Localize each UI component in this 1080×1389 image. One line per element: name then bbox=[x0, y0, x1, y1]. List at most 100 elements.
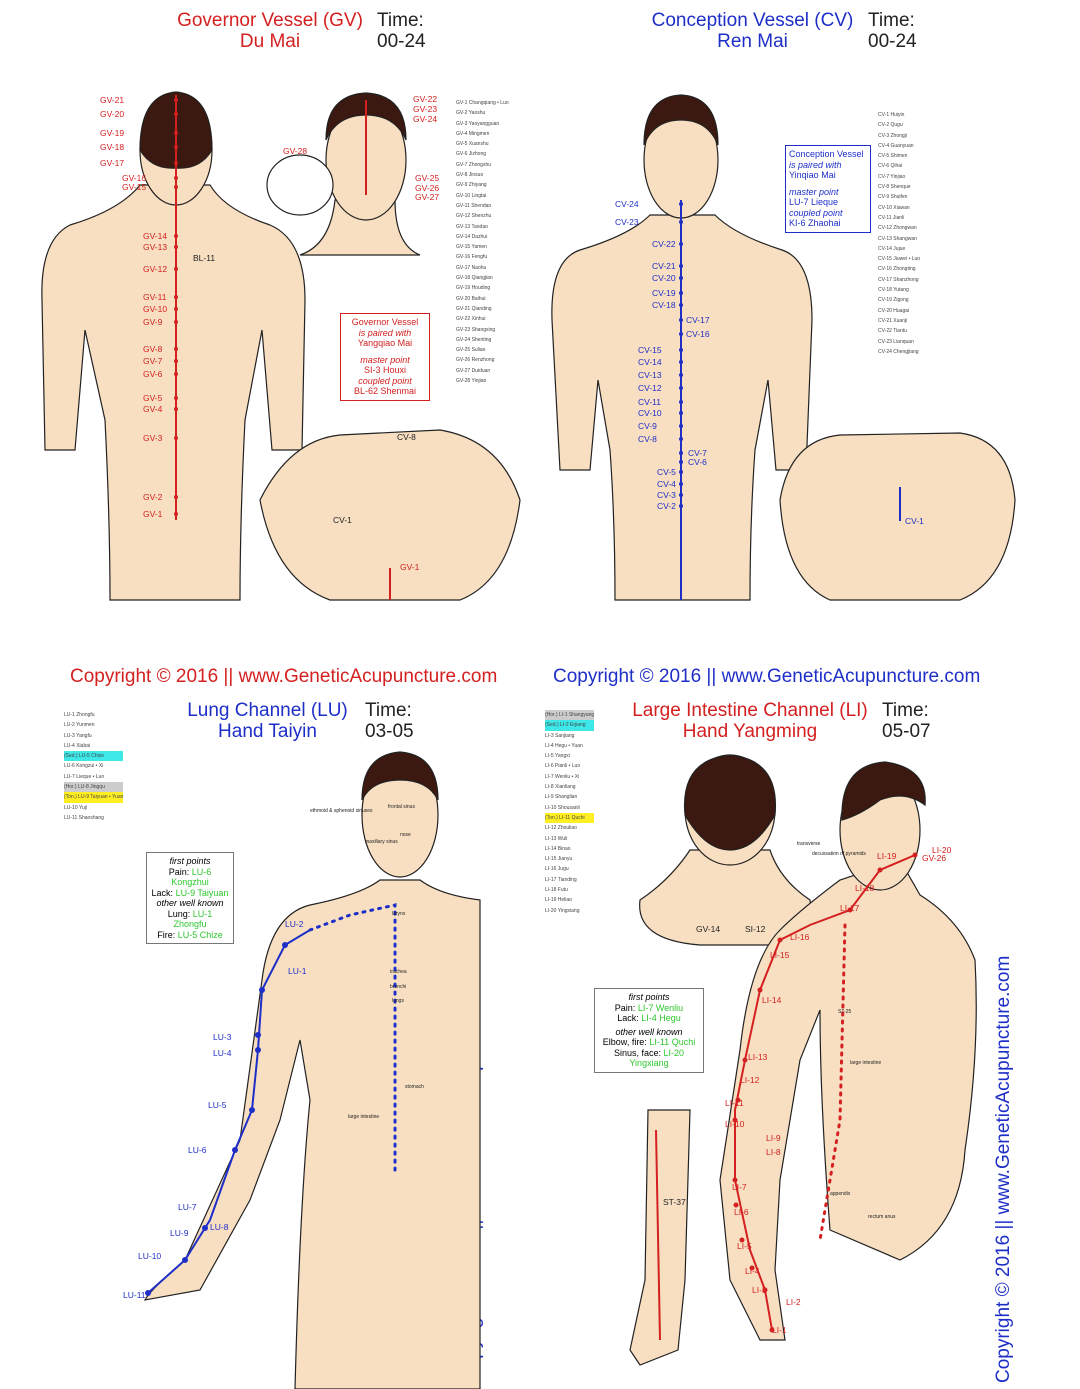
acupoint-dot bbox=[679, 470, 683, 474]
acupoint-dot bbox=[174, 161, 178, 165]
cv-list-item: CV-24 Chengjiang bbox=[878, 348, 919, 355]
lu-acupoint-dot bbox=[145, 1290, 151, 1296]
lu-list-item: LU-2 Yunmen bbox=[64, 722, 95, 729]
cv-list-item: CV-5 Shimen bbox=[878, 153, 908, 160]
acupoint-dot bbox=[679, 360, 683, 364]
acupoint-dot bbox=[679, 291, 683, 295]
cv-list-item: CV-1 Huiyin bbox=[878, 112, 905, 118]
point-label-bl-11: BL-11 bbox=[193, 253, 215, 263]
li-acupoint-dot bbox=[762, 1287, 768, 1293]
acupoint-dot bbox=[174, 267, 178, 271]
point-label-gv-24: GV-24 bbox=[413, 114, 437, 124]
lu-acupoint-dot bbox=[232, 1147, 238, 1153]
point-label-lu-11: LU-11 bbox=[123, 1290, 146, 1300]
lu-time: Time:03-05 bbox=[365, 700, 414, 742]
point-label-gv-8: GV-8 bbox=[143, 344, 163, 354]
point-label-gv-21: GV-21 bbox=[100, 95, 124, 105]
acupoint-dot bbox=[174, 407, 178, 411]
point-label-gv-7: GV-7 bbox=[143, 356, 163, 366]
cv-list-item: CV-7 Yinjiao bbox=[878, 173, 906, 180]
gv-list-item: GV-11 Shendao bbox=[456, 202, 492, 209]
lu-acupoint-dot bbox=[255, 1047, 261, 1053]
li-acupoint-dot bbox=[757, 987, 763, 993]
point-label-li-4: LI-4 bbox=[745, 1266, 760, 1276]
li-acupoint-dot bbox=[732, 1117, 738, 1123]
cv-hair-icon bbox=[643, 94, 719, 146]
point-label-st-37: ST-37 bbox=[663, 1197, 686, 1207]
li-acupoint-dot bbox=[769, 1327, 775, 1333]
point-label-cv-1: CV-1 bbox=[905, 516, 924, 526]
gv-list-item: GV-14 Dazhui bbox=[456, 233, 488, 240]
point-label-gv-14: GV-14 bbox=[696, 924, 720, 934]
point-label-li-12: LI-12 bbox=[740, 1075, 760, 1085]
li-list-item: LI-6 Pianli • Luo bbox=[545, 763, 581, 770]
point-label-li-8: LI-8 bbox=[766, 1147, 781, 1157]
li-acupoint-dot bbox=[732, 1177, 738, 1183]
acupoint-dot bbox=[679, 276, 683, 280]
cv-list-item: CV-20 Huagai bbox=[878, 307, 910, 314]
gv-list-item: GV-3 Yaoyangguan bbox=[456, 120, 500, 127]
li-list-item: LI-4 Hegu • Yuan bbox=[545, 742, 583, 749]
gv-list-item: GV-21 Qianding bbox=[456, 305, 492, 312]
point-label-cv-1: CV-1 bbox=[333, 515, 352, 525]
point-label-lu-3: LU-3 bbox=[213, 1032, 232, 1042]
lu-acupoint-dot bbox=[259, 987, 265, 993]
acupoint-dot bbox=[174, 185, 178, 189]
cv-list-item: CV-14 Jujue bbox=[878, 245, 906, 252]
point-label-cv-4: CV-4 bbox=[657, 479, 676, 489]
acupoint-dot bbox=[174, 307, 178, 311]
gv-face-hair-icon bbox=[325, 92, 407, 141]
lu-hair-icon bbox=[361, 751, 439, 801]
gv-perineum-inset bbox=[259, 429, 521, 601]
point-label-cv-14: CV-14 bbox=[638, 357, 662, 367]
point-label-li-5: LI-5 bbox=[737, 1241, 752, 1251]
point-label-li-15: LI-15 bbox=[770, 950, 790, 960]
gv-list-item: GV-28 Yinjiao bbox=[456, 378, 487, 385]
gv-list-item: GV-20 Baihui bbox=[456, 295, 486, 302]
anatomy-label: appendix bbox=[830, 1191, 851, 1197]
point-label-li-20: LI-20 bbox=[932, 845, 952, 855]
point-label-li-9: LI-9 bbox=[766, 1133, 781, 1143]
acupoint-dot bbox=[174, 372, 178, 376]
cv-list-item: CV-18 Yutang bbox=[878, 287, 909, 294]
point-label-gv-5: GV-5 bbox=[143, 393, 163, 403]
cv-list-item: CV-3 Zhongji bbox=[878, 132, 907, 139]
gv-list-item: GV-12 Shenzhu bbox=[456, 213, 492, 220]
point-label-gv-1: GV-1 bbox=[400, 562, 420, 572]
point-label-si-12: SI-12 bbox=[745, 924, 766, 934]
acupoint-dot bbox=[174, 98, 178, 102]
li-back-hair-icon bbox=[683, 754, 777, 851]
anatomy-label: rectum anus bbox=[868, 1214, 896, 1220]
li-list-item: LI-19 Heliao bbox=[545, 897, 572, 904]
li-internal-path bbox=[818, 923, 847, 1242]
cv-list-item: CV-6 Qihai bbox=[878, 163, 903, 170]
point-label-cv-22: CV-22 bbox=[652, 239, 676, 249]
lu-list-item: LU-6 Kongzui • Xi bbox=[64, 763, 104, 770]
anatomy-label: ethmoid & sphenoid sinuses bbox=[310, 808, 373, 814]
point-label-gv-15: GV-15 bbox=[122, 182, 146, 192]
cv-list-item: CV-15 Jiuwei • Luo bbox=[878, 256, 921, 263]
gv-list-item: GV-13 Taodao bbox=[456, 223, 488, 230]
li-list-item: LI-13 Wuli bbox=[545, 835, 568, 842]
cv-list-item: CV-9 Shuifen bbox=[878, 194, 908, 201]
anatomy-label: ST-25 bbox=[838, 1009, 852, 1015]
anatomy-label: transverse bbox=[797, 841, 821, 847]
point-label-cv-3: CV-3 bbox=[657, 490, 676, 500]
point-label-cv-16: CV-16 bbox=[686, 329, 710, 339]
li-acupoint-dot bbox=[912, 852, 918, 858]
lu-acupoint-dot bbox=[255, 1032, 261, 1038]
gv-list-item: GV-8 Jinsuo bbox=[456, 172, 484, 179]
point-label-cv-7: CV-7 bbox=[688, 448, 707, 458]
anatomy-label: nose bbox=[400, 832, 411, 838]
lu-acupoint-dot bbox=[282, 942, 288, 948]
lu-list-item: (Sed.) LU-5 Chize bbox=[64, 751, 124, 762]
gv-list-item: GV-26 Renzhong bbox=[456, 357, 495, 364]
point-label-gv-26: GV-26 bbox=[922, 853, 946, 863]
anatomy-label: bronchi bbox=[390, 984, 406, 990]
point-label-cv-8: CV-8 bbox=[397, 432, 416, 442]
cv-list-item: CV-16 Zhongting bbox=[878, 266, 916, 273]
acupoint-dot bbox=[679, 373, 683, 377]
point-label-cv-8: CV-8 bbox=[638, 434, 657, 444]
acupoint-dot bbox=[679, 400, 683, 404]
